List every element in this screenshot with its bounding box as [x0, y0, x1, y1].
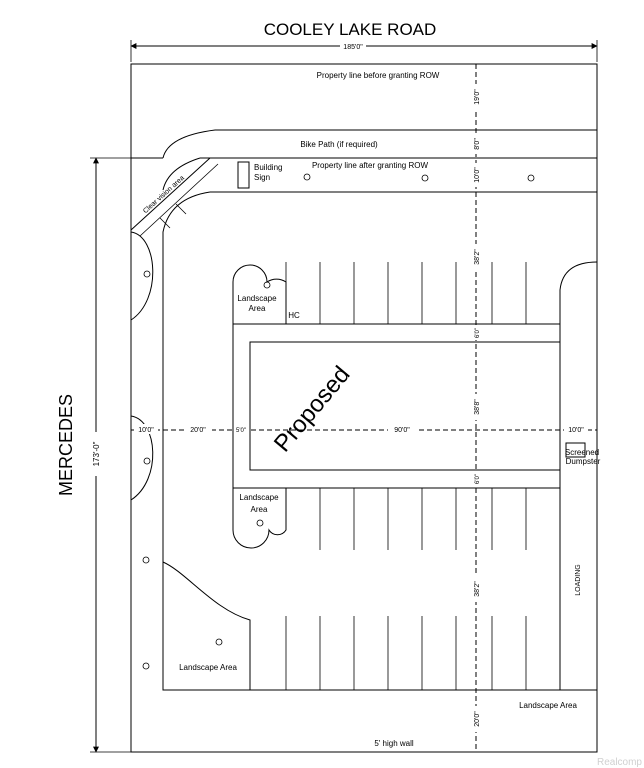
aisle-upper-dim: 6'0": [475, 328, 481, 338]
side-street-label: MERCEDES: [56, 394, 76, 496]
lower-parking-stalls-b: [285, 616, 527, 690]
walk-width-dim: 5'0": [236, 428, 246, 434]
building-sign-label-2: Sign: [254, 173, 270, 182]
landscape-upper-label-2: Area: [249, 304, 266, 313]
landscape-island-lower: [232, 488, 287, 549]
wall-label: 5' high wall: [374, 739, 414, 748]
bike-path-curve-inner: [162, 157, 201, 191]
road-label: COOLEY LAKE ROAD: [264, 20, 437, 39]
building-sign-box: [237, 161, 250, 189]
clear-vision-area: Clear vision area: [130, 157, 219, 237]
landscape-bottom-left-label: Landscape Area: [179, 663, 237, 672]
left-height-dimension: 173'-0": [90, 157, 163, 753]
row-setback-dim: 19'0": [474, 89, 481, 105]
left-setback-dim: 10'0": [138, 427, 154, 434]
southwest-landscape-curve: [162, 561, 251, 690]
dumpster-label-1: Screened: [565, 448, 599, 457]
dumpster-box: [565, 442, 586, 458]
property-line-after-label: Property line after granting ROW: [312, 161, 428, 170]
center-dimension-labels: 19'0" 8'0" 10'0" 38'2" 6'0" 38'8" 6'0" 3…: [469, 84, 483, 732]
drive-width-dim: 20'0": [190, 427, 206, 434]
tree-icon: [421, 174, 429, 182]
tree-icon: [142, 662, 150, 670]
proposed-building: [249, 341, 561, 471]
dumpster-label-2: Dumpster: [566, 457, 601, 466]
building-width-dim: 90'0": [394, 427, 410, 434]
aisle-lower-dim: 6'0": [475, 474, 481, 484]
parking-row-upper-dim: 38'2": [474, 249, 481, 265]
watermark: Realcomp: [597, 757, 642, 768]
tree-icon: [303, 173, 311, 181]
top-width-text: 185'0": [343, 44, 363, 51]
landscape-bottom-right-label: Landscape Area: [519, 701, 577, 710]
aisle-outline: [232, 323, 561, 489]
drive-west-edge: [162, 191, 597, 691]
loading-label: LOADING: [575, 564, 582, 596]
tree-icon: [215, 638, 223, 646]
tree-icon: [143, 270, 151, 278]
property-boundary: [130, 63, 598, 753]
right-setback-dim: 10'0": [568, 427, 584, 434]
tree-icon: [256, 519, 264, 527]
proposed-label: Proposed: [269, 361, 356, 457]
property-line-before-label: Property line before granting ROW: [317, 71, 440, 80]
clear-vision-label: Clear vision area: [142, 175, 186, 215]
tree-icon: [527, 174, 535, 182]
west-landscape-bulge-middle: [130, 415, 154, 501]
lower-parking-stalls-a: [319, 488, 527, 550]
bike-path-dim: 8'0": [474, 138, 481, 150]
landscape-lower-label-1: Landscape: [239, 493, 279, 502]
bottom-buffer-dim: 20'0": [474, 711, 481, 727]
horizontal-dimension-row: 10'0" 20'0" 5'0" 90'0" 10'0": [131, 424, 597, 435]
bike-path-curve: [162, 129, 216, 159]
hc-label: HC: [288, 311, 300, 320]
tree-icon: [263, 281, 271, 289]
east-landscape-bulge: [559, 261, 598, 500]
landscape-upper-label-1: Landscape: [237, 294, 277, 303]
building-depth-dim: 38'8": [474, 399, 481, 415]
landscape-lower-label-2: Area: [251, 505, 268, 514]
bike-path-label: Bike Path (if required): [300, 140, 378, 149]
tree-icon: [143, 457, 151, 465]
parking-row-lower-dim: 38'2": [474, 581, 481, 597]
grant-strip-dim: 10'0": [474, 167, 481, 183]
tree-symbols: [142, 173, 535, 670]
tree-icon: [142, 556, 150, 564]
landscape-island-upper: [232, 264, 287, 324]
left-height-text: 173'-0": [92, 441, 101, 466]
west-landscape-bulge-upper: [130, 231, 154, 321]
building-sign-label-1: Building: [254, 163, 282, 172]
top-width-dimension: 185'0": [130, 40, 598, 62]
upper-parking-stalls: [285, 262, 527, 324]
